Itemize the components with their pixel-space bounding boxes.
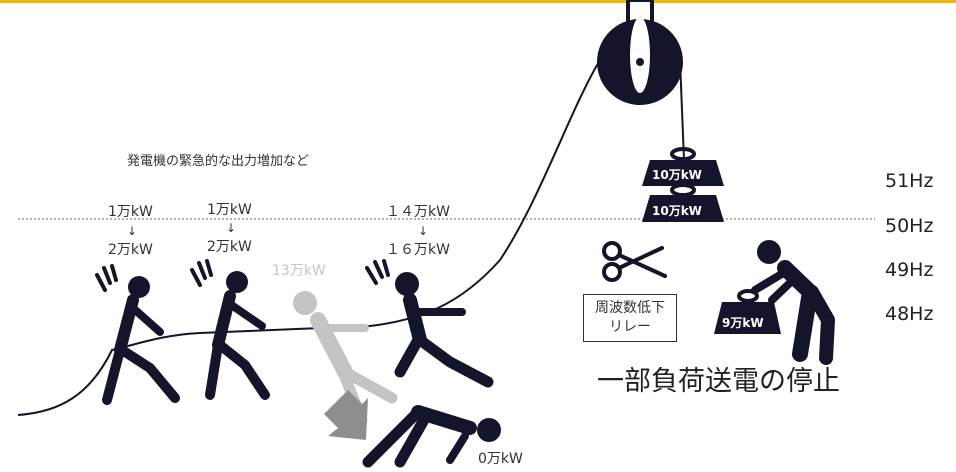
freq-51hz: 51Hz <box>885 170 934 192</box>
generator-figure-1 <box>95 264 180 405</box>
gen2-before: 1万kW <box>207 202 252 218</box>
generator-figure-2 <box>190 259 270 400</box>
scissors-icon <box>602 241 667 282</box>
gen2-arrow: ↓ <box>226 221 237 235</box>
fallen-generator-label: 0万kW <box>478 451 523 467</box>
gen1-before: 1万kW <box>108 204 153 220</box>
top-accent-bar <box>0 0 956 3</box>
weight-lower-label: 10万kW <box>652 204 702 218</box>
weight-upper-label: 10万kW <box>652 168 702 182</box>
gen2-after: 2万kW <box>207 239 252 255</box>
grey-generator-label: 13万kW <box>272 263 326 279</box>
gen3-before: １４万kW <box>386 204 450 220</box>
lifting-figure <box>751 240 835 365</box>
freq-50hz: 50Hz <box>885 215 934 237</box>
fallen-figure <box>362 405 501 468</box>
weight-lower <box>642 183 724 222</box>
load-weight <box>714 289 781 334</box>
load-weight-label: 9万kW <box>722 316 764 330</box>
frequency-relay-box: 周波数低下 リレー <box>583 294 677 342</box>
gen1-after: 2万kW <box>108 242 153 258</box>
pulley-inner <box>630 17 650 93</box>
gen3-arrow: ↓ <box>418 224 429 238</box>
generator-figure-3 <box>365 259 494 388</box>
load-shedding-label: 一部負荷送電の停止 <box>597 366 840 397</box>
rope-weight-side <box>679 59 685 161</box>
relay-line-2: リレー <box>609 319 651 335</box>
caption: 発電機の緊急的な出力増加など <box>127 154 310 169</box>
freq-48hz: 48Hz <box>885 303 934 325</box>
freq-49hz: 49Hz <box>885 259 934 281</box>
gen1-arrow: ↓ <box>127 224 138 238</box>
pulley-axle <box>636 58 644 66</box>
rope <box>17 59 601 416</box>
gen3-after: １６万kW <box>386 242 450 258</box>
relay-line-1: 周波数低下 <box>595 300 665 316</box>
weight-upper <box>642 147 724 186</box>
drop-arrow <box>324 390 368 440</box>
